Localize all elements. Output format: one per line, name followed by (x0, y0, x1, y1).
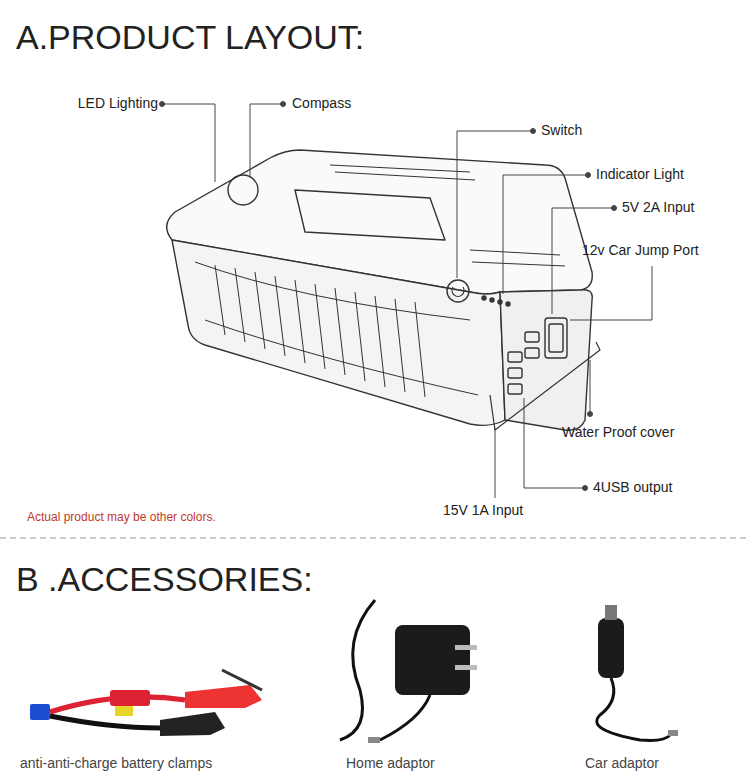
accessory-label: anti-anti-charge battery clamps (20, 755, 212, 771)
part-label: LED Lighting (78, 95, 158, 111)
section-heading: B .ACCESSORIES: (16, 560, 313, 599)
note: Actual product may be other colors. (27, 511, 216, 525)
part-label: 4USB output (593, 479, 672, 495)
part-label: Switch (541, 122, 582, 138)
home-adaptor (340, 600, 477, 743)
car-adaptor (597, 605, 678, 740)
divider (0, 538, 750, 539)
part-label: Compass (292, 95, 351, 111)
section-heading: A.PRODUCT LAYOUT: (16, 18, 364, 57)
part-label: 15V 1A Input (443, 502, 523, 518)
part-label: 12v Car Jump Port (582, 242, 699, 258)
accessory-label: Home adaptor (346, 755, 435, 771)
jump-starter-body (167, 150, 600, 430)
part-label: Indicator Light (596, 166, 684, 182)
part-label: 5V 2A Input (622, 199, 694, 215)
part-label: Water Proof cover (562, 424, 674, 440)
accessory-label: Car adaptor (585, 755, 659, 771)
battery-clamps (30, 670, 262, 736)
